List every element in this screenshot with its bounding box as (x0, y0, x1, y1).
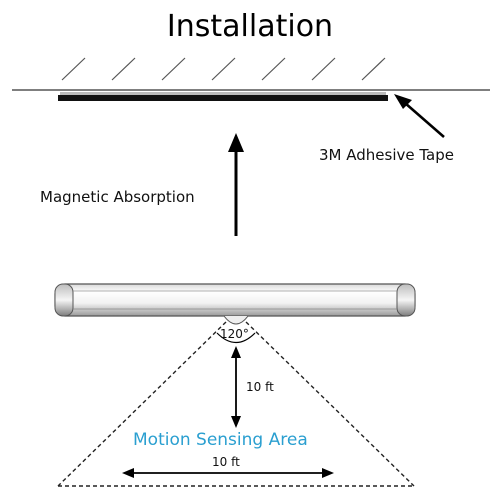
height-arrow (231, 346, 241, 428)
page-title: Installation (167, 9, 333, 44)
sensing-cone (57, 321, 415, 487)
ceiling-hatch (61, 57, 386, 81)
tape-arrow (394, 94, 445, 138)
light-bar (54, 283, 416, 317)
adhesive-tape-label: 3M Adhesive Tape (319, 146, 454, 164)
adhesive-tape-strip (60, 92, 386, 95)
magnetic-absorption-label: Magnetic Absorption (40, 188, 195, 206)
mounting-plate (58, 95, 388, 101)
angle-arc (216, 332, 256, 344)
motion-sensing-area-label: Motion Sensing Area (133, 430, 308, 450)
width-label: 10 ft (212, 455, 240, 469)
width-arrow (122, 468, 334, 478)
height-label: 10 ft (246, 380, 274, 394)
angle-label: 120° (220, 327, 249, 341)
magnetic-arrow (228, 133, 244, 236)
motion-sensor (223, 315, 249, 325)
